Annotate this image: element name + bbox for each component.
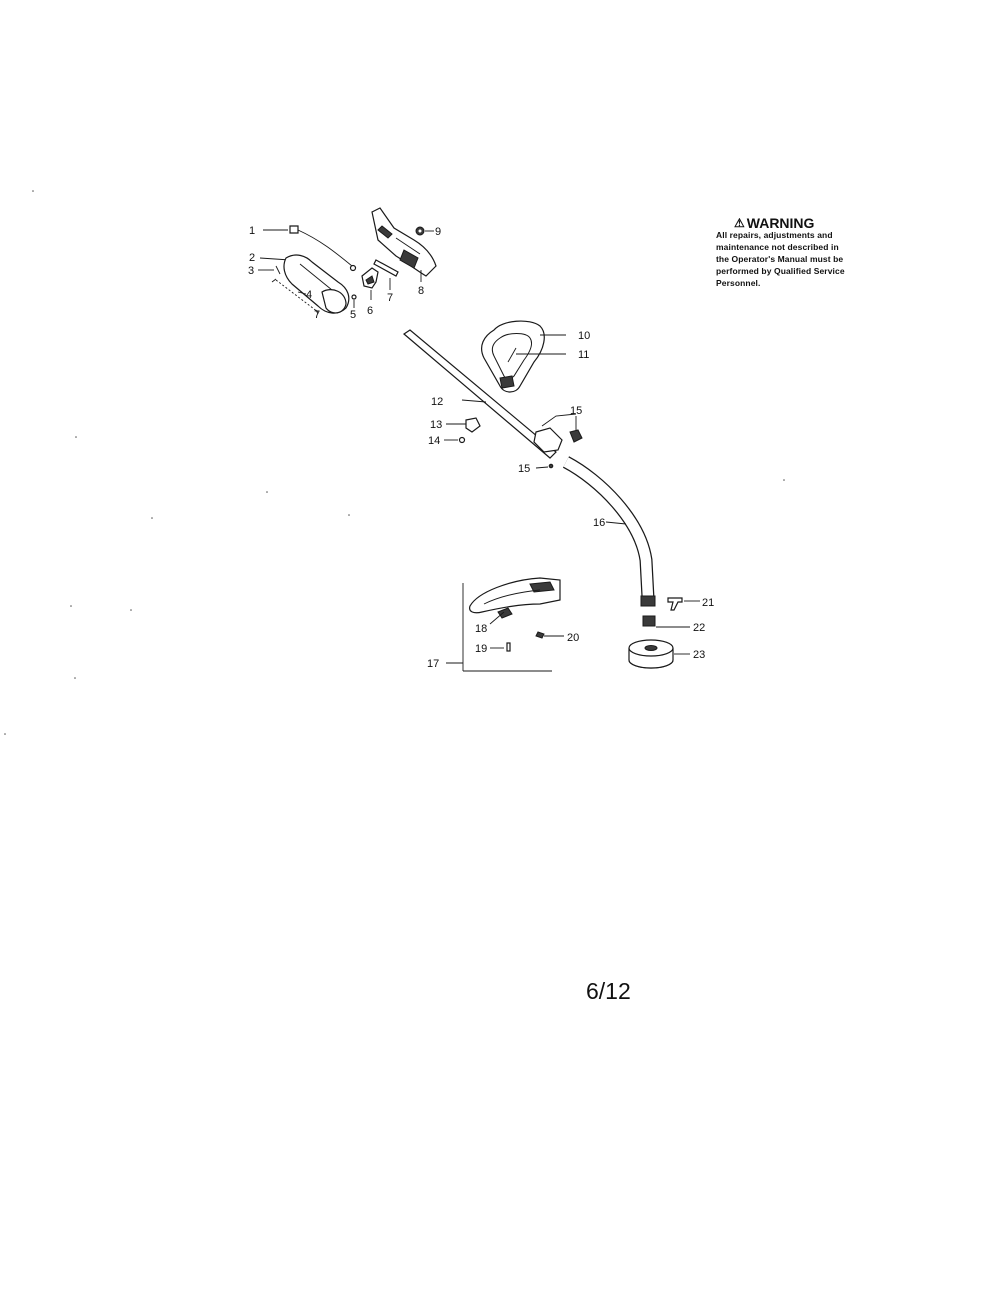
part-16-lower-shaft xyxy=(562,456,656,607)
part-label-15-screw: 15 xyxy=(518,463,530,475)
scan-specks xyxy=(4,190,785,735)
part-19-blade-pin xyxy=(490,642,511,652)
part-labels: 1 2 3 4 5 6 7 7 8 9 10 11 12 13 14 15 15… xyxy=(248,225,714,670)
part-label-16: 16 xyxy=(593,517,605,529)
part-label-4: 4 xyxy=(306,289,312,301)
warning-line-3: the Operator's Manual must be xyxy=(716,254,844,264)
part-14-washer xyxy=(444,436,466,444)
part-21-clip xyxy=(667,597,700,611)
part-15-screw xyxy=(535,463,554,469)
part-label-20: 20 xyxy=(567,632,579,644)
part-5-spring xyxy=(351,294,357,308)
part-23-trimmer-head xyxy=(628,639,690,669)
part-2-handle-housing xyxy=(259,254,350,314)
part-9-nut xyxy=(415,226,434,236)
part-label-7: 7 xyxy=(387,292,393,304)
part-8-handle-half xyxy=(371,207,437,282)
part-label-5: 5 xyxy=(350,309,356,321)
warning-triangle-icon: ⚠ xyxy=(734,216,745,230)
part-7-lockout-lever xyxy=(373,259,399,290)
part-11-handle-bolt xyxy=(507,347,566,363)
warning-title-text: WARNING xyxy=(746,215,815,231)
part-label-3: 3 xyxy=(248,265,254,277)
part-label-23: 23 xyxy=(693,649,705,661)
warning-line-4: performed by Qualified Service xyxy=(716,266,845,276)
part-label-9: 9 xyxy=(435,226,441,238)
part-label-19: 19 xyxy=(475,643,487,655)
part-20-screw xyxy=(535,631,564,639)
part-label-14: 14 xyxy=(428,435,440,447)
part-label-1: 1 xyxy=(249,225,255,237)
warning-title: ⚠ WARNING xyxy=(716,215,866,231)
part-label-12: 12 xyxy=(431,396,443,408)
warning-line-5: Personnel. xyxy=(716,278,761,288)
part-label-15: 15 xyxy=(570,405,582,417)
part-label-22: 22 xyxy=(693,622,705,634)
part-4-screw xyxy=(297,291,307,295)
warning-notice: ⚠ WARNING All repairs, adjustments and m… xyxy=(716,215,866,289)
part-6-throttle-trigger xyxy=(361,267,379,300)
page-number: 6/12 xyxy=(586,978,631,1004)
part-13-knob xyxy=(446,417,481,433)
part-7-screw-lower xyxy=(315,309,319,315)
part-label-2: 2 xyxy=(249,252,255,264)
part-label-10: 10 xyxy=(578,330,590,342)
part-label-21: 21 xyxy=(702,597,714,609)
part-label-13: 13 xyxy=(430,419,442,431)
part-label-18: 18 xyxy=(475,623,487,635)
part-10-assist-handle xyxy=(481,320,566,393)
part-label-8: 8 xyxy=(418,285,424,297)
part-label-7-lower: 7 xyxy=(314,309,320,321)
part-label-11: 11 xyxy=(578,349,589,361)
warning-line-2: maintenance not described in xyxy=(716,242,839,252)
warning-line-1: All repairs, adjustments and xyxy=(716,230,833,240)
part-18-guard xyxy=(469,577,561,625)
part-12-upper-shaft xyxy=(403,329,557,459)
part-17-guard-assembly-bracket xyxy=(446,583,552,672)
part-1-throttle-cable xyxy=(263,225,357,272)
part-15-coupler xyxy=(533,413,583,453)
part-22-arbor xyxy=(642,615,690,628)
part-label-17: 17 xyxy=(427,658,439,670)
part-label-6: 6 xyxy=(367,305,373,317)
part-3-screw xyxy=(258,265,319,313)
